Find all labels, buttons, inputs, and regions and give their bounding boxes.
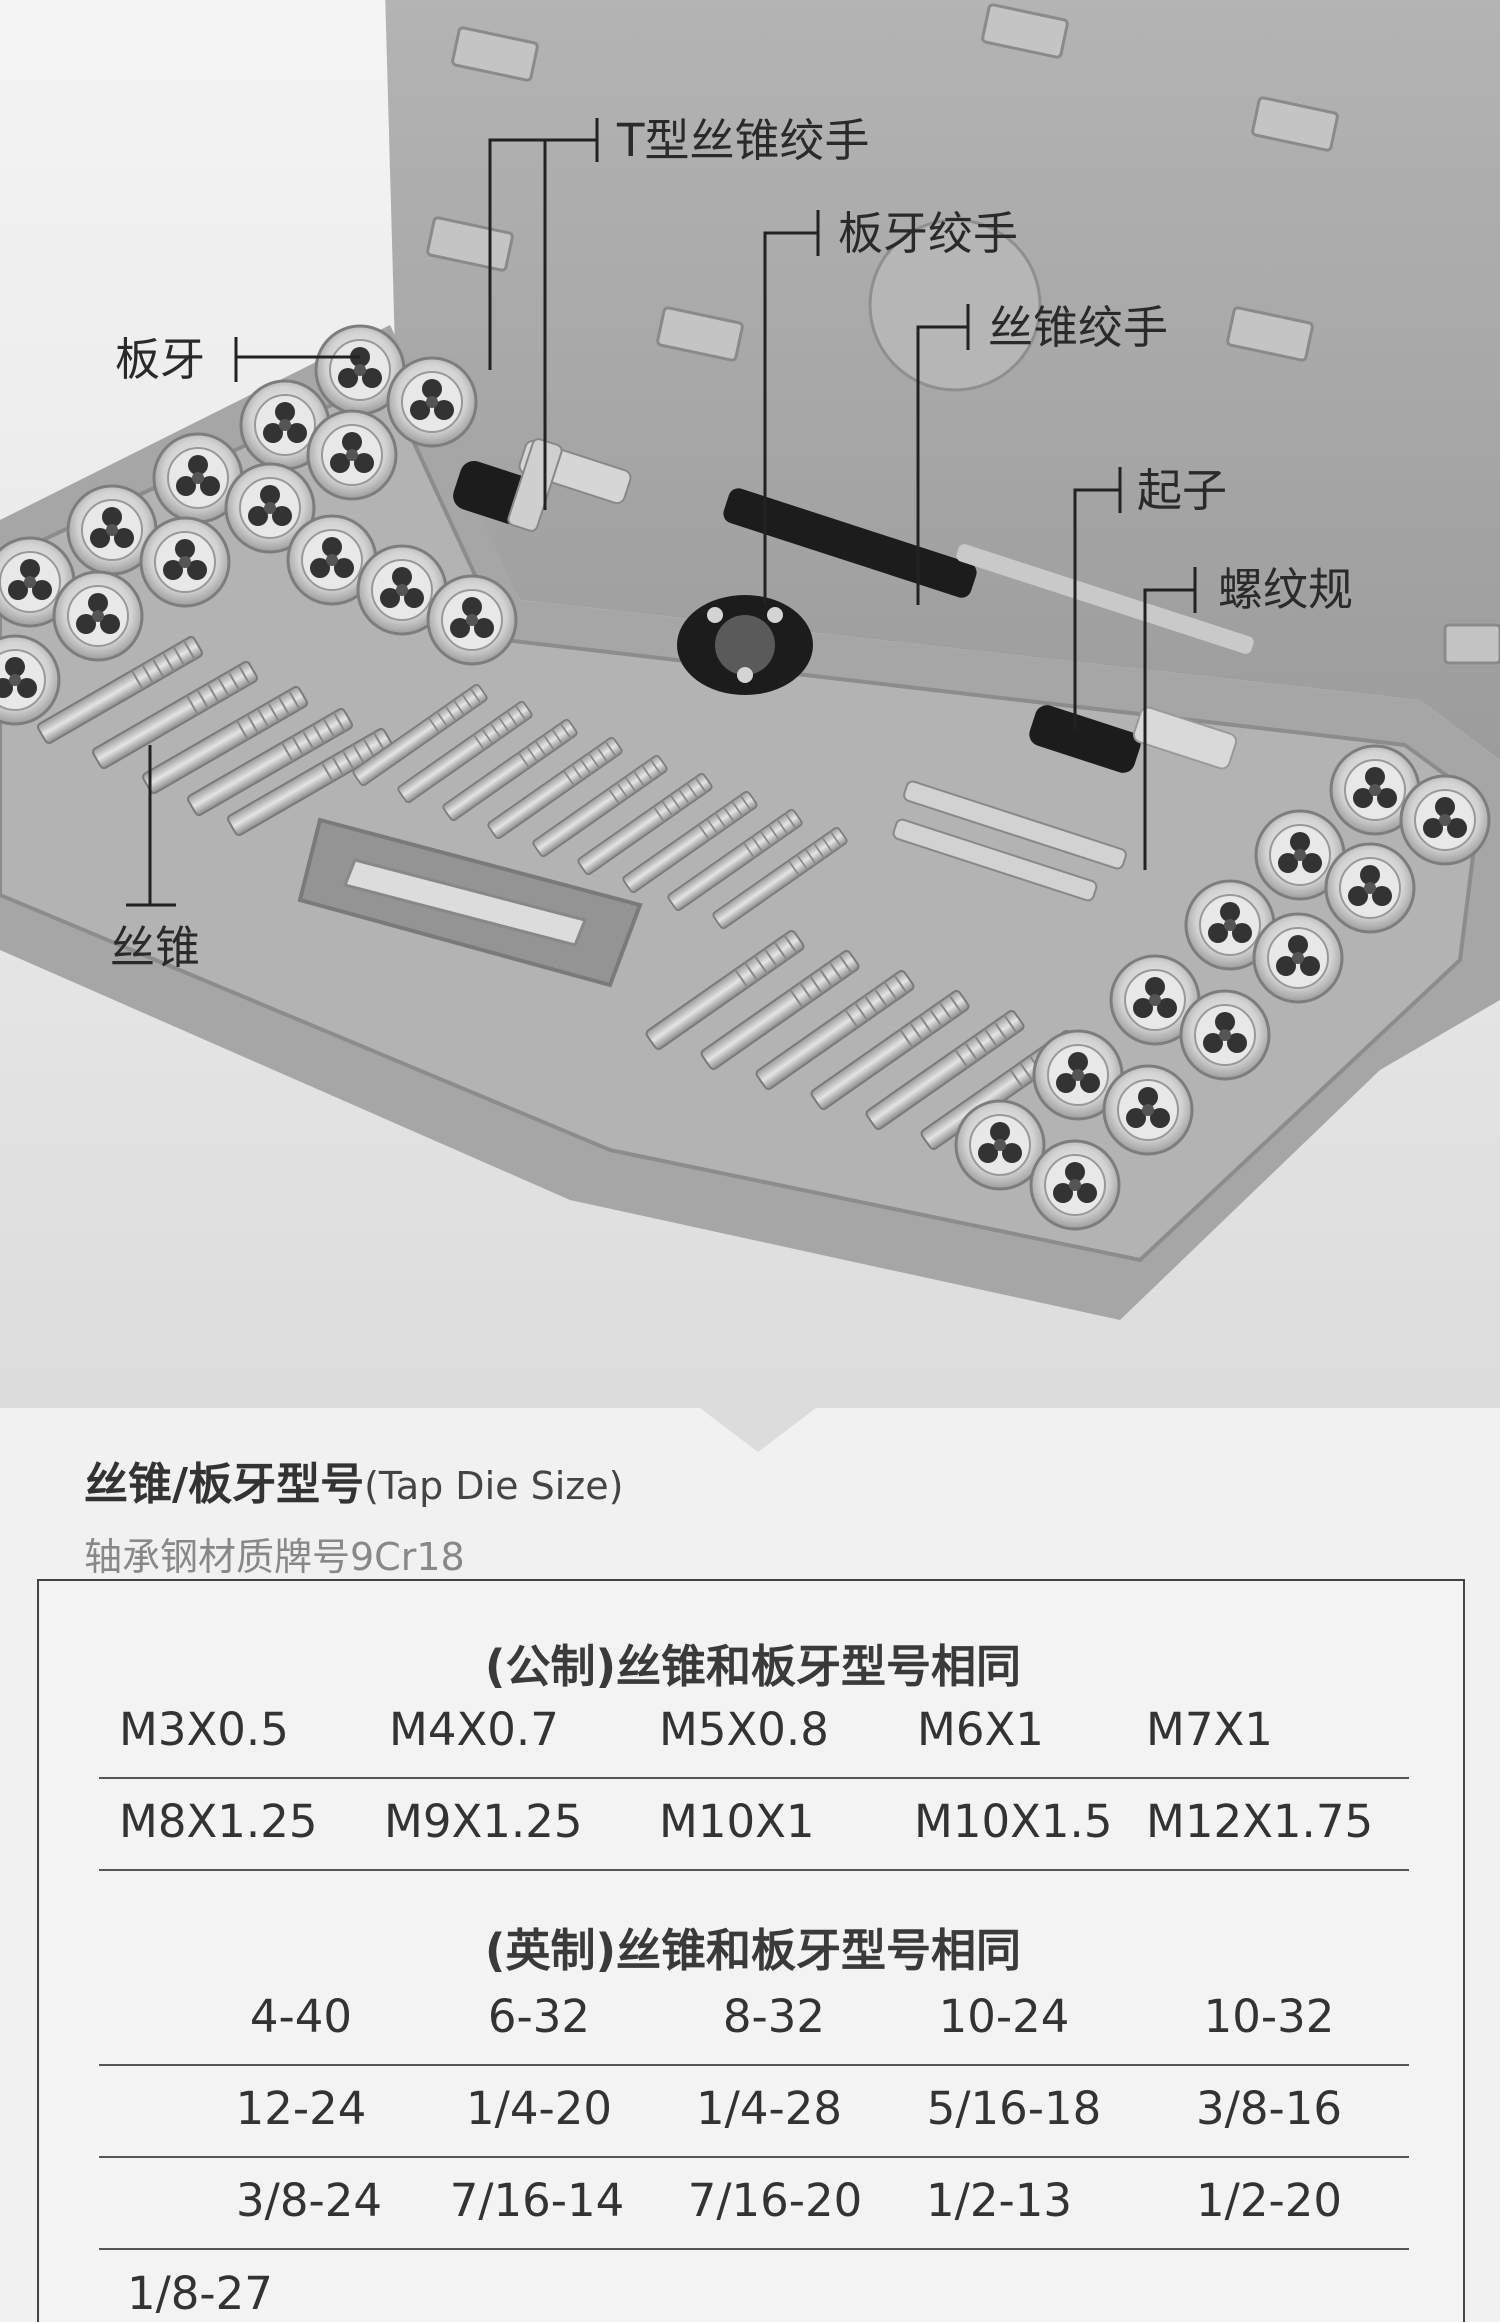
- callout-lines: [126, 118, 1197, 907]
- callout-t-tap-wrench: T型丝锥绞手: [617, 114, 870, 167]
- table-cell: M7X1: [1146, 1703, 1273, 1756]
- product-photo: T型丝锥绞手 板牙绞手 丝锥绞手 板牙 起子 螺纹规 丝锥: [0, 0, 1500, 1408]
- table-cell: 3/8-24: [236, 2174, 382, 2227]
- table-cell: M6X1: [917, 1703, 1044, 1756]
- table-cell: 1/2-20: [1196, 2174, 1342, 2227]
- callout-tap-wrench: 丝锥绞手: [988, 301, 1169, 354]
- section-subtitle: 轴承钢材质牌号9Cr18: [84, 1535, 465, 1579]
- table-row: M3X0.5 M4X0.7 M5X0.8 M6X1 M7X1: [99, 1687, 1409, 1779]
- table-cell: M12X1.75: [1146, 1795, 1374, 1848]
- callout-die: 板牙: [115, 333, 206, 386]
- section-title-en: (Tap Die Size): [364, 1464, 624, 1508]
- table-cell: 8-32: [722, 1990, 826, 2043]
- section-title-cn: 丝锥/板牙型号: [84, 1459, 365, 1510]
- table-cell: 1/8-27: [127, 2267, 273, 2320]
- table-cell: M10X1.5: [914, 1795, 1113, 1848]
- table-cell: 3/8-16: [1196, 2082, 1342, 2135]
- table-cell: 1/2-13: [926, 2174, 1072, 2227]
- size-table: (公制)丝锥和板牙型号相同 M3X0.5 M4X0.7 M5X0.8 M6X1 …: [37, 1579, 1465, 2322]
- callout-die-wrench: 板牙绞手: [838, 207, 1019, 260]
- table-cell: 4-40: [249, 1990, 353, 2043]
- table-row: 1/8-27: [99, 2251, 1409, 2322]
- table-cell: 6-32: [487, 1990, 591, 2043]
- thread-gauge-shape: [892, 780, 1127, 902]
- die-wrench-shape: [677, 488, 1254, 695]
- section-title: 丝锥/板牙型号(Tap Die Size): [84, 1448, 623, 1512]
- table-cell: 1/4-28: [696, 2082, 842, 2135]
- t-tap-wrench-shape: [453, 438, 632, 532]
- table-row: 3/8-24 7/16-14 7/16-20 1/2-13 1/2-20: [99, 2158, 1409, 2250]
- table-cell: 10-24: [938, 1990, 1070, 2043]
- table-cell: 5/16-18: [926, 2082, 1102, 2135]
- table-cell: 1/4-20: [466, 2082, 612, 2135]
- metric-title: (公制)丝锥和板牙型号相同: [484, 1640, 1022, 1693]
- tool-case-illustration: [0, 0, 1500, 1320]
- section-header: 丝锥/板牙型号(Tap Die Size) 轴承钢材质牌号9Cr18: [84, 1448, 623, 1581]
- table-cell: M8X1.25: [119, 1795, 318, 1848]
- table-cell: 7/16-14: [449, 2174, 625, 2227]
- table-cell: M10X1: [659, 1795, 815, 1848]
- lid-slots: [426, 3, 1500, 665]
- table-row: 12-24 1/4-20 1/4-28 5/16-18 3/8-16: [99, 2066, 1409, 2158]
- table-cell: 10-32: [1203, 1990, 1335, 2043]
- callout-thread-gauge: 螺纹规: [1218, 563, 1354, 616]
- imperial-title: (英制)丝锥和板牙型号相同: [484, 1924, 1022, 1977]
- table-cell: M5X0.8: [659, 1703, 829, 1756]
- section-pointer: [700, 1408, 816, 1452]
- table-cell: 7/16-20: [687, 2174, 863, 2227]
- screwdriver-shape: [1029, 705, 1238, 773]
- table-cell: M3X0.5: [119, 1703, 289, 1756]
- table-cell: M4X0.7: [389, 1703, 559, 1756]
- callout-tap: 丝锥: [110, 921, 201, 974]
- table-cell: 12-24: [235, 2082, 367, 2135]
- table-row: 4-40 6-32 8-32 10-24 10-32: [99, 1974, 1409, 2066]
- table-row: M8X1.25 M9X1.25 M10X1 M10X1.5 M12X1.75: [99, 1779, 1409, 1871]
- callout-screwdriver: 起子: [1137, 464, 1228, 517]
- table-cell: M9X1.25: [384, 1795, 583, 1848]
